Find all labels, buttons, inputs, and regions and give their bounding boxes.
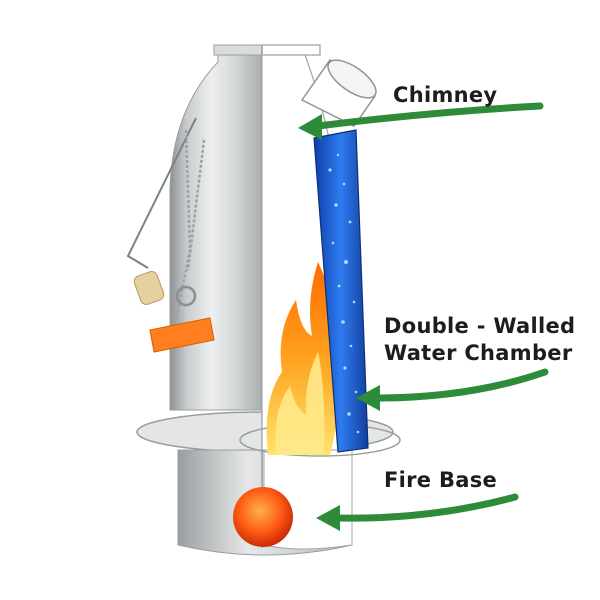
- arrow-icon-fire-base: [316, 493, 519, 531]
- chimney-label: Chimney: [393, 83, 498, 107]
- fire-base-label: Fire Base: [384, 468, 498, 492]
- flame-icon: [266, 262, 340, 455]
- ember-icon: [233, 487, 293, 547]
- water-chamber-label: Double - Walled Water Chamber: [384, 313, 575, 367]
- kettle-body-exterior: [169, 44, 263, 411]
- chimney-cap: [300, 58, 377, 127]
- arrow-icon-chimney: [298, 102, 544, 140]
- arrow-icon-chamber: [356, 368, 549, 411]
- water-chamber-label-line2: Water Chamber: [384, 341, 573, 365]
- handle-and-chain: [126, 117, 215, 353]
- water-chamber-label-line1: Double - Walled: [384, 314, 576, 338]
- water-chamber: [313, 129, 369, 453]
